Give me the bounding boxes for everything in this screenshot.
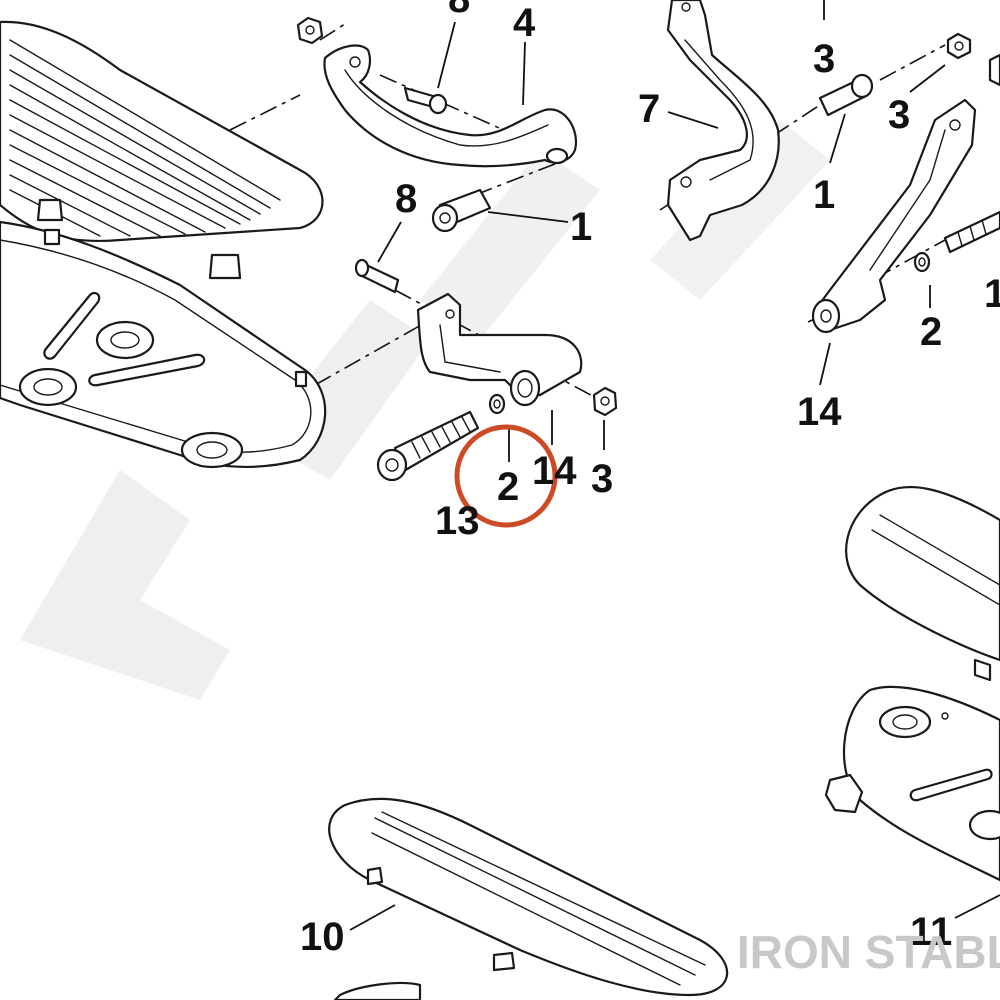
arm-part-14-right bbox=[811, 98, 977, 334]
callout-8-mid: 8 bbox=[395, 177, 417, 221]
leader-lines bbox=[349, 0, 1000, 931]
callout-10: 10 bbox=[300, 915, 345, 959]
brand-watermark: IRON STABLE bbox=[737, 926, 1000, 978]
bolt-part-1-right bbox=[818, 73, 874, 117]
pin-part-8-mid bbox=[354, 258, 400, 294]
callout-1-right: 1 bbox=[813, 173, 835, 217]
bolt-part-8-top bbox=[403, 86, 448, 115]
callout-13: 13 bbox=[435, 499, 480, 543]
nut-part-3-mid bbox=[592, 386, 618, 417]
callout-1-edge: 1 bbox=[984, 272, 1000, 316]
callout-8-top: 8 bbox=[448, 0, 470, 21]
passenger-board-right bbox=[845, 485, 1000, 682]
callout-2-highlighted: 2 bbox=[497, 465, 519, 509]
callout-14-right: 14 bbox=[797, 390, 842, 434]
nut-part-3-right bbox=[946, 32, 1000, 87]
bracket-part-4 bbox=[323, 44, 578, 168]
callout-3-center: 3 bbox=[591, 457, 613, 501]
floorboard-pan-left bbox=[0, 220, 327, 469]
callout-7: 7 bbox=[638, 87, 660, 131]
bolt-part-right-edge bbox=[943, 210, 1000, 254]
nut-part-3-top bbox=[296, 16, 324, 45]
washer-part-2-right bbox=[913, 251, 931, 273]
washer-part-2 bbox=[488, 393, 506, 415]
callout-3-right: 3 bbox=[888, 93, 910, 137]
passenger-board-bottom bbox=[328, 797, 729, 1000]
bracket-part-7 bbox=[666, 0, 780, 242]
passenger-pan-right bbox=[824, 685, 1000, 882]
callout-labels: 8 4 3 7 3 1 8 1 1 2 14 2 14 3 13 10 11 bbox=[300, 0, 1000, 959]
bolt-part-13 bbox=[376, 410, 480, 482]
callout-4: 4 bbox=[513, 1, 536, 45]
callout-14-center: 14 bbox=[532, 449, 577, 493]
highlight-circle bbox=[454, 424, 558, 528]
callout-2-right: 2 bbox=[920, 310, 942, 354]
bracket-part-14-mid bbox=[416, 292, 583, 407]
bolt-part-1-mid bbox=[431, 188, 492, 233]
callout-3-topright: 3 bbox=[813, 37, 835, 81]
callout-11: 11 bbox=[910, 910, 952, 954]
callout-1-mid: 1 bbox=[570, 205, 592, 249]
